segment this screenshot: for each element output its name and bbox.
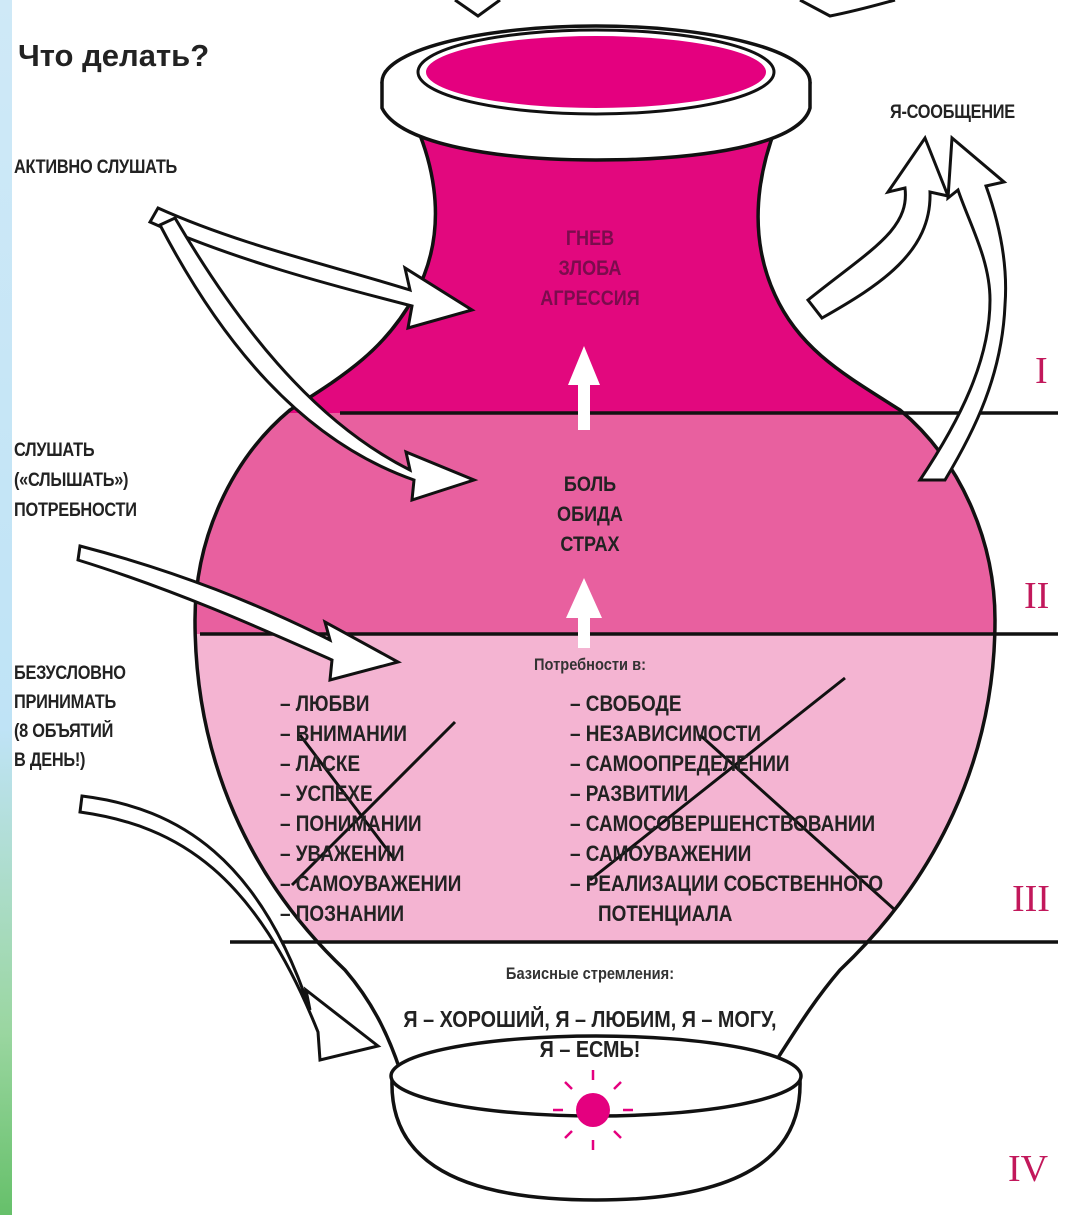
need-left-8: – ПОЗНАНИИ <box>280 903 404 925</box>
label-accept-2: ПРИНИМАТЬ <box>14 693 116 712</box>
label-hear-needs-1: СЛУШАТЬ <box>14 441 94 460</box>
need-left-3: – ЛАСКЕ <box>280 753 360 775</box>
aspirations-heading: Базисные стремления: <box>461 965 719 982</box>
label-active-listen: АКТИВНО СЛУШАТЬ <box>14 158 177 177</box>
layer-i-word-1: ГНЕВ <box>504 228 676 249</box>
need-left-6: – УВАЖЕНИИ <box>280 843 405 865</box>
aspirations-line-1: Я – ХОРОШИЙ, Я – ЛЮБИМ, Я – МОГУ, <box>375 1008 805 1031</box>
label-accept-3: (8 ОБЪЯТИЙ <box>14 722 113 741</box>
need-left-2: – ВНИМАНИИ <box>280 723 407 745</box>
label-hear-needs-3: ПОТРЕБНОСТИ <box>14 501 137 520</box>
need-left-7: – САМОУВАЖЕНИИ <box>280 873 461 895</box>
layer-i-word-3: АГРЕССИЯ <box>504 288 676 309</box>
need-right-2: – НЕЗАВИСИМОСТИ <box>570 723 761 745</box>
need-right-8: ПОТЕНЦИАЛА <box>598 903 732 925</box>
numeral-i: I <box>1035 352 1048 390</box>
numeral-ii: II <box>1024 577 1049 615</box>
numeral-iii: III <box>1012 880 1050 918</box>
needs-heading: Потребности в: <box>487 656 693 673</box>
need-left-1: – ЛЮБВИ <box>280 693 369 715</box>
layer-ii-word-2: ОБИДА <box>504 504 676 525</box>
top-arrow-right <box>800 0 895 16</box>
need-right-1: – СВОБОДЕ <box>570 693 682 715</box>
need-left-4: – УСПЕХЕ <box>280 783 373 805</box>
layer-ii-word-3: СТРАХ <box>504 534 676 555</box>
aspirations-line-2: Я – ЕСМЬ! <box>375 1038 805 1061</box>
top-arrow-left <box>455 0 500 16</box>
jug-mouth <box>426 36 766 108</box>
need-right-6: – САМОУВАЖЕНИИ <box>570 843 751 865</box>
need-right-7: – РЕАЛИЗАЦИИ СОБСТВЕННОГО <box>570 873 883 895</box>
layer-ii-word-1: БОЛЬ <box>504 474 676 495</box>
label-hear-needs-2: («СЛЫШАТЬ») <box>14 471 128 490</box>
need-right-3: – САМООПРЕДЕЛЕНИИ <box>570 753 790 775</box>
label-i-message: Я-СООБЩЕНИЕ <box>890 103 1015 122</box>
label-accept-4: В ДЕНЬ!) <box>14 751 85 770</box>
page-title: Что делать? <box>18 40 209 71</box>
label-accept-1: БЕЗУСЛОВНО <box>14 664 126 683</box>
numeral-iv: IV <box>1008 1150 1048 1188</box>
layer-i-word-2: ЗЛОБА <box>504 258 676 279</box>
need-right-4: – РАЗВИТИИ <box>570 783 688 805</box>
need-left-5: – ПОНИМАНИИ <box>280 813 422 835</box>
need-right-5: – САМОСОВЕРШЕНСТВОВАНИИ <box>570 813 875 835</box>
arrow-i-message-1 <box>808 138 948 318</box>
